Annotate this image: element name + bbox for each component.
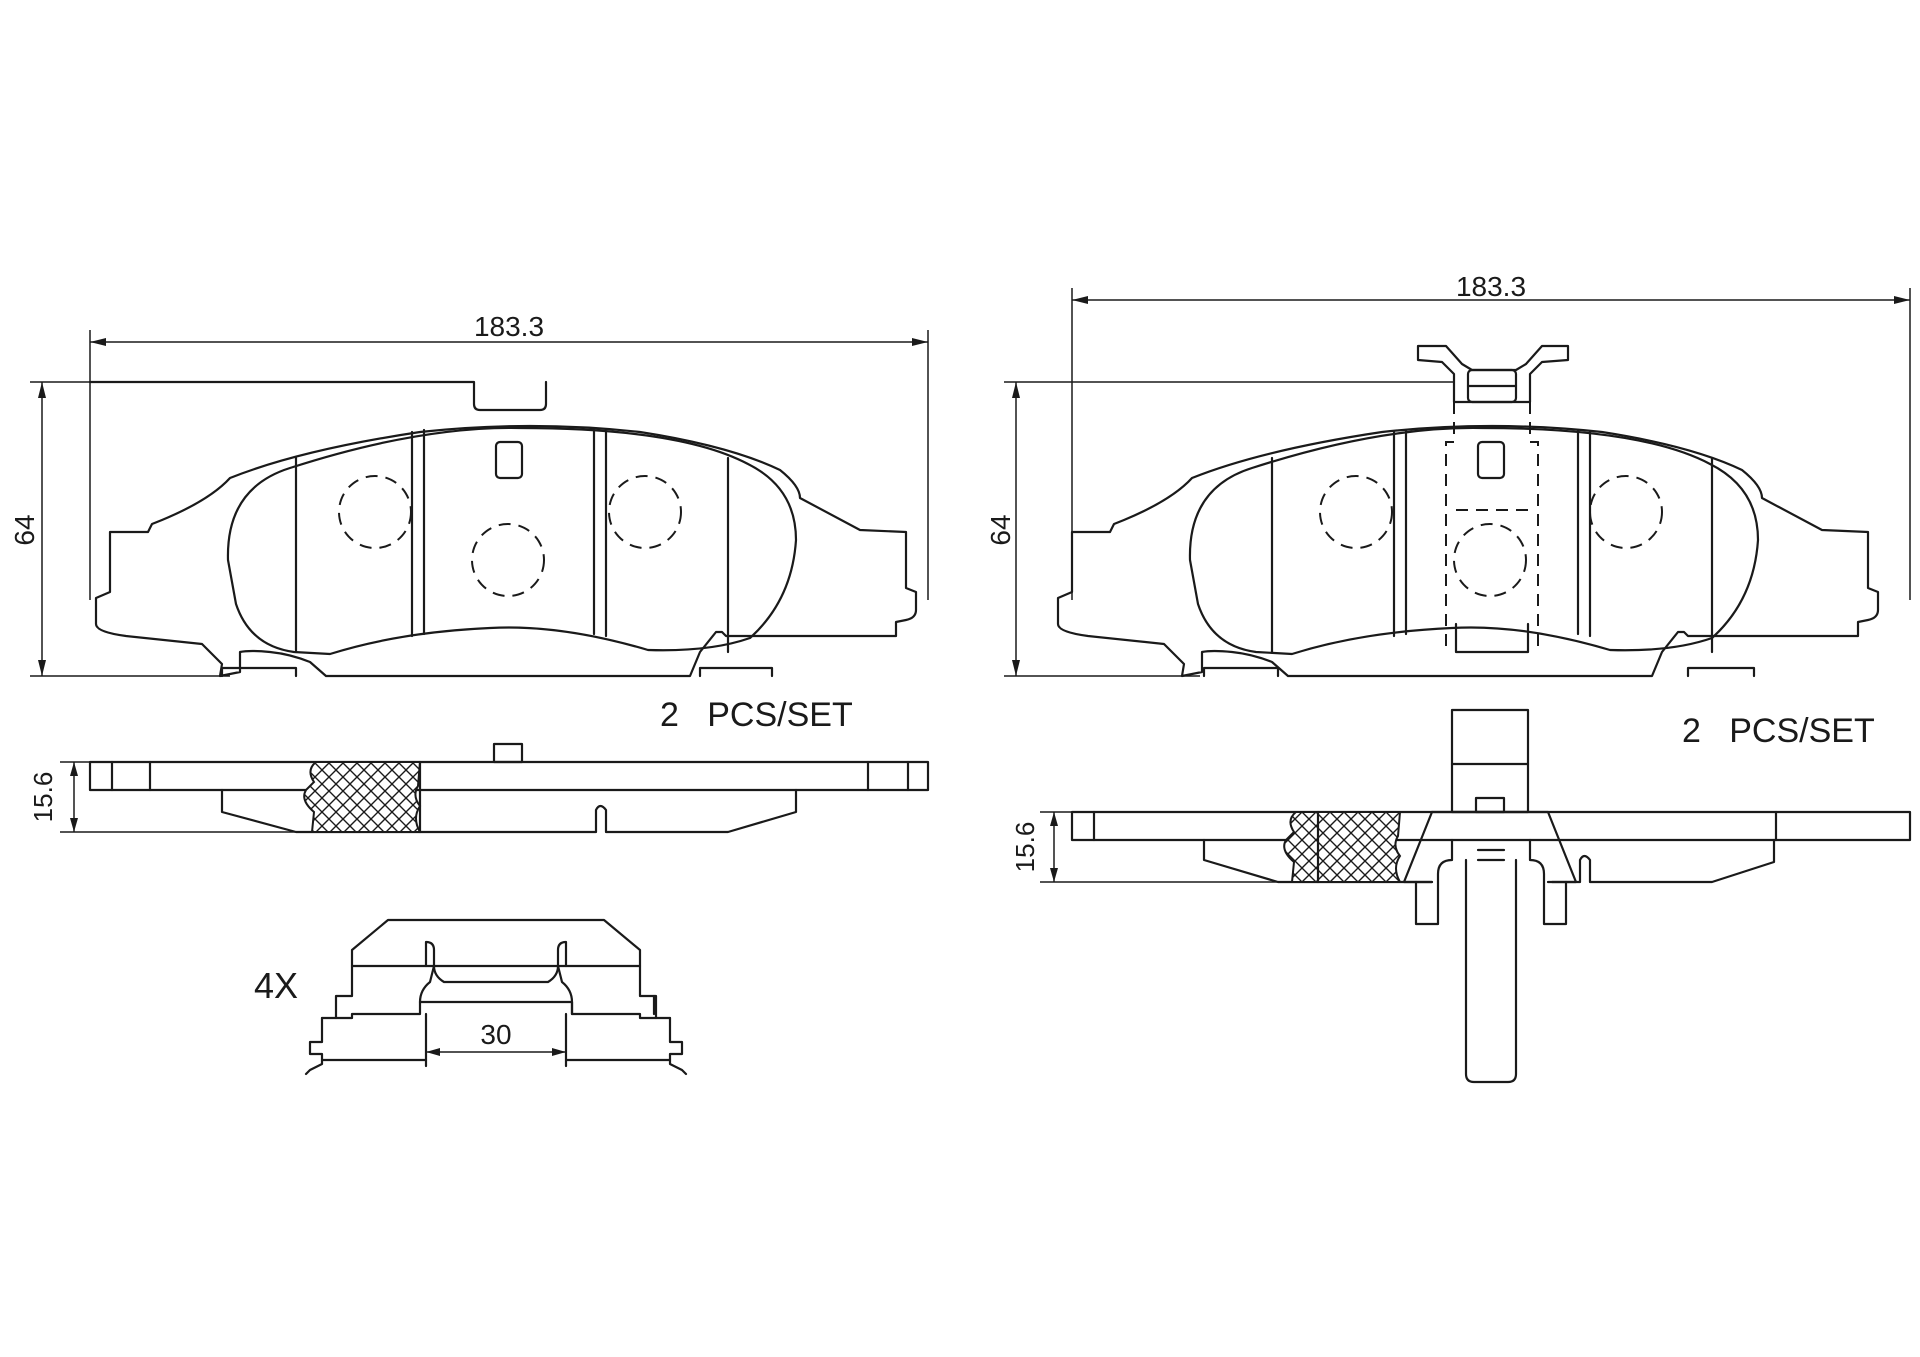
sensor-hidden-lines [1445, 402, 1539, 650]
left-pad-side-backing [88, 760, 930, 792]
left-pad-qty-label: 2 PCS/SET [660, 696, 853, 734]
sensor-clip-top [1416, 344, 1570, 404]
right-pad-thickness-label: 15.6 [1010, 822, 1040, 873]
left-pad-piston-circle-2 [471, 523, 545, 597]
right-pad-qty-label: 2 PCS/SET [1682, 712, 1875, 750]
left-pad-side-hatch [303, 761, 422, 833]
clip-width-dimension [425, 1014, 567, 1066]
right-pad-width-dimension [1071, 288, 1911, 600]
left-pad-thickness-label: 15.6 [28, 772, 58, 823]
clip-middle-bridge [418, 940, 574, 1016]
right-pad-friction-outline [1188, 426, 1760, 656]
clip-right-tabs [320, 994, 672, 1020]
abutment-clip [304, 918, 688, 1076]
sensor-probe [1464, 848, 1518, 1084]
right-pad-wear-sensor [1416, 344, 1570, 654]
sensor-stem [1454, 622, 1530, 654]
right-pad-sensor-side [1402, 708, 1578, 1084]
right-pad-thickness-dimension [1040, 811, 1278, 883]
right-pad-front [1056, 424, 1880, 678]
left-pad-piston-circle-3 [608, 475, 682, 549]
left-pad-side-friction [220, 788, 798, 834]
left-pad-side-view [88, 742, 930, 834]
right-pad-backing-plate [1056, 424, 1880, 678]
sensor-legs [1414, 838, 1568, 926]
right-pad-width-label: 183.3 [1456, 271, 1526, 302]
left-pad-width-label: 183.3 [474, 311, 544, 342]
right-pad-piston-circle-1 [1319, 475, 1393, 549]
left-pad-wear-slot [494, 440, 524, 480]
left-pad-side-tab [492, 742, 524, 764]
clip-width-label: 30 [480, 1019, 511, 1050]
left-pad-width-dimension [89, 330, 929, 600]
right-pad-piston-circle-2 [1453, 523, 1527, 597]
right-pad-height-dimension [1004, 381, 1454, 677]
left-pad-friction-outline [226, 426, 798, 656]
right-pad-wear-slot [1476, 440, 1506, 480]
right-pad-side-view [1070, 810, 1912, 884]
clip-qty-label: 4X [254, 965, 298, 1006]
right-pad-side-hatch [1283, 811, 1402, 883]
left-pad-bottom-lug-right [698, 666, 774, 678]
clip-lower-body [308, 1012, 684, 1062]
sensor-body [1402, 810, 1578, 884]
left-pad-bottom-lug-left [220, 666, 298, 678]
left-pad-thickness-dimension [60, 761, 296, 833]
left-pad-piston-circle-1 [338, 475, 412, 549]
left-pad-height-label: 64 [9, 514, 40, 545]
left-pad-height-dimension [30, 381, 474, 677]
right-pad-height-label: 64 [985, 514, 1016, 545]
right-pad-piston-circle-3 [1589, 475, 1663, 549]
right-pad-side-backing [1070, 810, 1912, 842]
